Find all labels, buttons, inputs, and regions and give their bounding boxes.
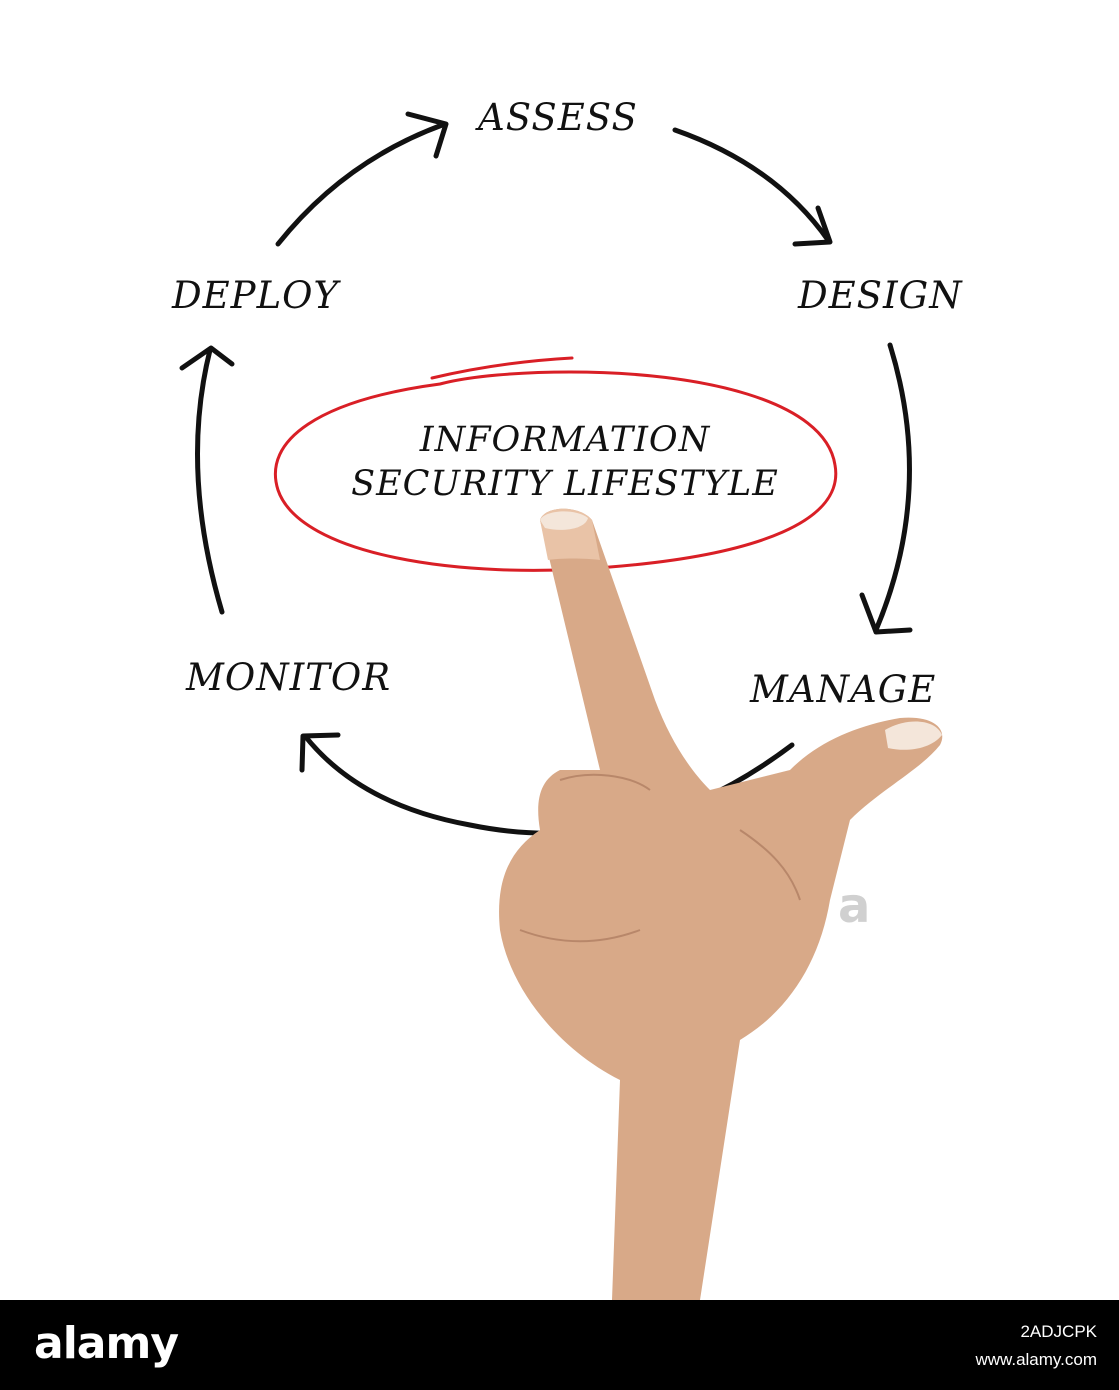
step-manage: MANAGE <box>750 668 937 711</box>
arrow-monitor-to-deploy <box>195 347 225 615</box>
watermark-logo: a <box>838 878 870 934</box>
diagram-canvas: ASSESS DESIGN MANAGE MONITOR DEPLOY INFO… <box>172 96 963 1300</box>
arrowhead-design-to-manage <box>859 592 913 635</box>
cycle-diagram <box>179 111 943 1300</box>
center-title-line1: INFORMATION <box>419 420 711 460</box>
arrowhead-deploy-to-assess <box>405 111 449 159</box>
site-url-text: www.alamy.com <box>975 1350 1097 1369</box>
arrowhead-assess-to-design <box>792 205 833 247</box>
stock-footer-bar: alamy 2ADJCPK www.alamy.com <box>0 1300 1119 1390</box>
center-title-line2: SECURITY LIFESTYLE <box>351 464 779 504</box>
arrowhead-monitor-to-deploy <box>179 345 235 371</box>
image-id-text: 2ADJCPK <box>1020 1322 1097 1341</box>
brand-logo: alamy <box>34 1318 179 1369</box>
pointing-hand <box>499 508 943 1300</box>
step-deploy: DEPLOY <box>172 274 339 317</box>
arrow-assess-to-design <box>672 127 831 243</box>
step-design: DESIGN <box>798 274 963 317</box>
step-assess: ASSESS <box>478 96 638 139</box>
arrow-design-to-manage <box>873 342 912 633</box>
arrowhead-manage-to-monitor <box>299 732 341 773</box>
highlight-underline-stroke <box>430 356 574 380</box>
highlight-ellipse <box>273 370 838 572</box>
step-monitor: MONITOR <box>186 656 392 699</box>
arrow-deploy-to-assess <box>275 121 448 247</box>
